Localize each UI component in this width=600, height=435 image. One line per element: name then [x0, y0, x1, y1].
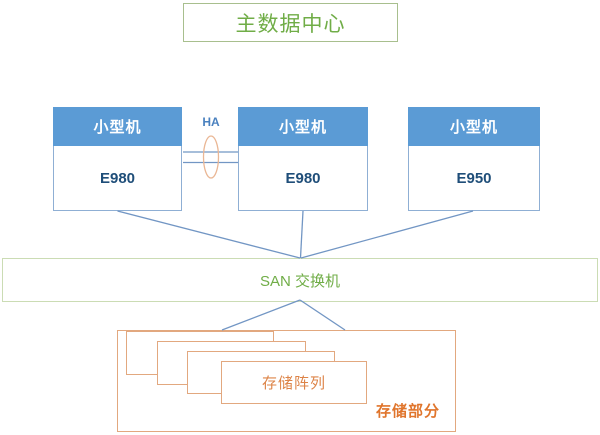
server-node-3-model: E950: [408, 146, 540, 211]
ha-ellipse: [202, 135, 220, 179]
connector-server2-san: [299, 210, 304, 259]
connector-server3-san: [300, 210, 474, 259]
storage-array-label: 存储阵列: [261, 375, 326, 392]
server-node-3: 小型机 E950: [408, 107, 540, 211]
server-node-2-type: 小型机: [238, 107, 368, 146]
ha-link-label: HA: [202, 115, 220, 129]
connector-san-storage-right: [299, 299, 346, 331]
storage-array-box: 存储阵列: [221, 361, 367, 404]
server-node-1-type: 小型机: [53, 107, 182, 146]
server-node-2-model: E980: [238, 146, 368, 211]
server-node-3-type: 小型机: [408, 107, 540, 146]
connector-server1-san: [117, 210, 301, 259]
storage-section-label: 存储部分: [376, 403, 441, 420]
san-switch-box: SAN 交换机: [2, 258, 598, 302]
connector-san-storage-left: [221, 299, 301, 331]
main-datacenter-title-box: 主数据中心: [183, 3, 398, 42]
server-node-2: 小型机 E980: [238, 107, 368, 211]
server-node-1: 小型机 E980: [53, 107, 182, 211]
server-node-1-model: E980: [53, 146, 182, 211]
main-datacenter-title: 主数据中心: [235, 12, 346, 36]
san-switch-label: SAN 交换机: [259, 272, 340, 290]
